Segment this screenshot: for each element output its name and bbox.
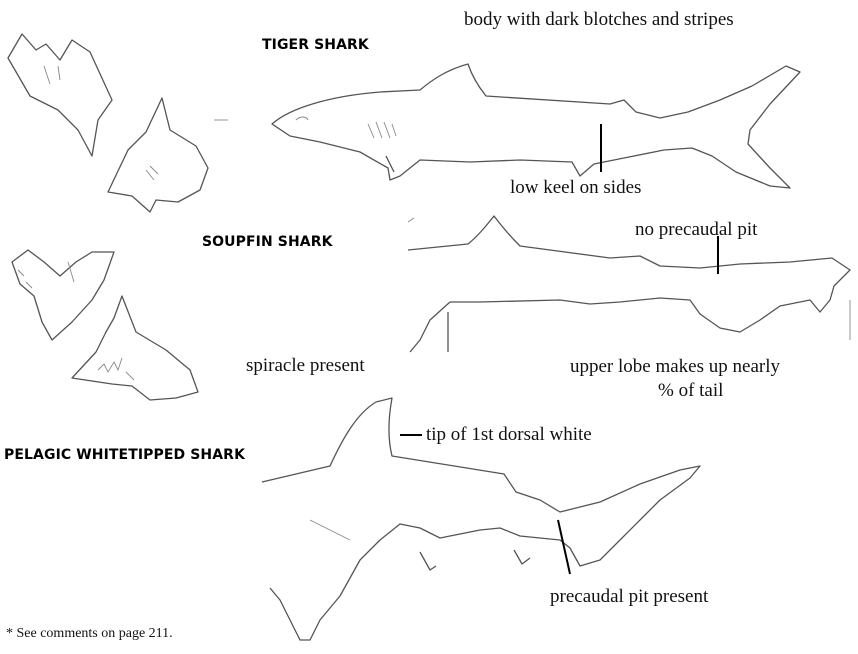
soupfin-lobe-callout-line2: % of tail (658, 380, 723, 402)
whitetip-shark-title: PELAGIC WHITETIPPED SHARK (4, 447, 245, 463)
soupfin-pit-callout: no precaudal pit (635, 219, 757, 241)
soupfin-shark-drawing (408, 216, 850, 352)
tiger-tooth-upper (8, 34, 112, 156)
whitetip-pit-callout: precaudal pit present (550, 586, 708, 608)
tiger-keel-callout: low keel on sides (510, 177, 641, 199)
soupfin-lobe-callout-line1: upper lobe makes up nearly (570, 356, 780, 378)
soupfin-spiracle-callout: spiracle present (246, 355, 365, 377)
soupfin-tooth-upper (12, 250, 114, 340)
soupfin-shark-title: SOUPFIN SHARK (202, 234, 333, 250)
tiger-tooth-lower (108, 98, 208, 212)
tiger-shark-title: TIGER SHARK (262, 37, 369, 53)
tiger-shark-drawing (214, 64, 800, 188)
soupfin-tooth-lower (72, 296, 198, 400)
tiger-body-callout: body with dark blotches and stripes (464, 9, 734, 31)
whitetip-dorsal-callout: tip of 1st dorsal white (426, 424, 592, 446)
footnote: * See comments on page 211. (6, 626, 173, 642)
